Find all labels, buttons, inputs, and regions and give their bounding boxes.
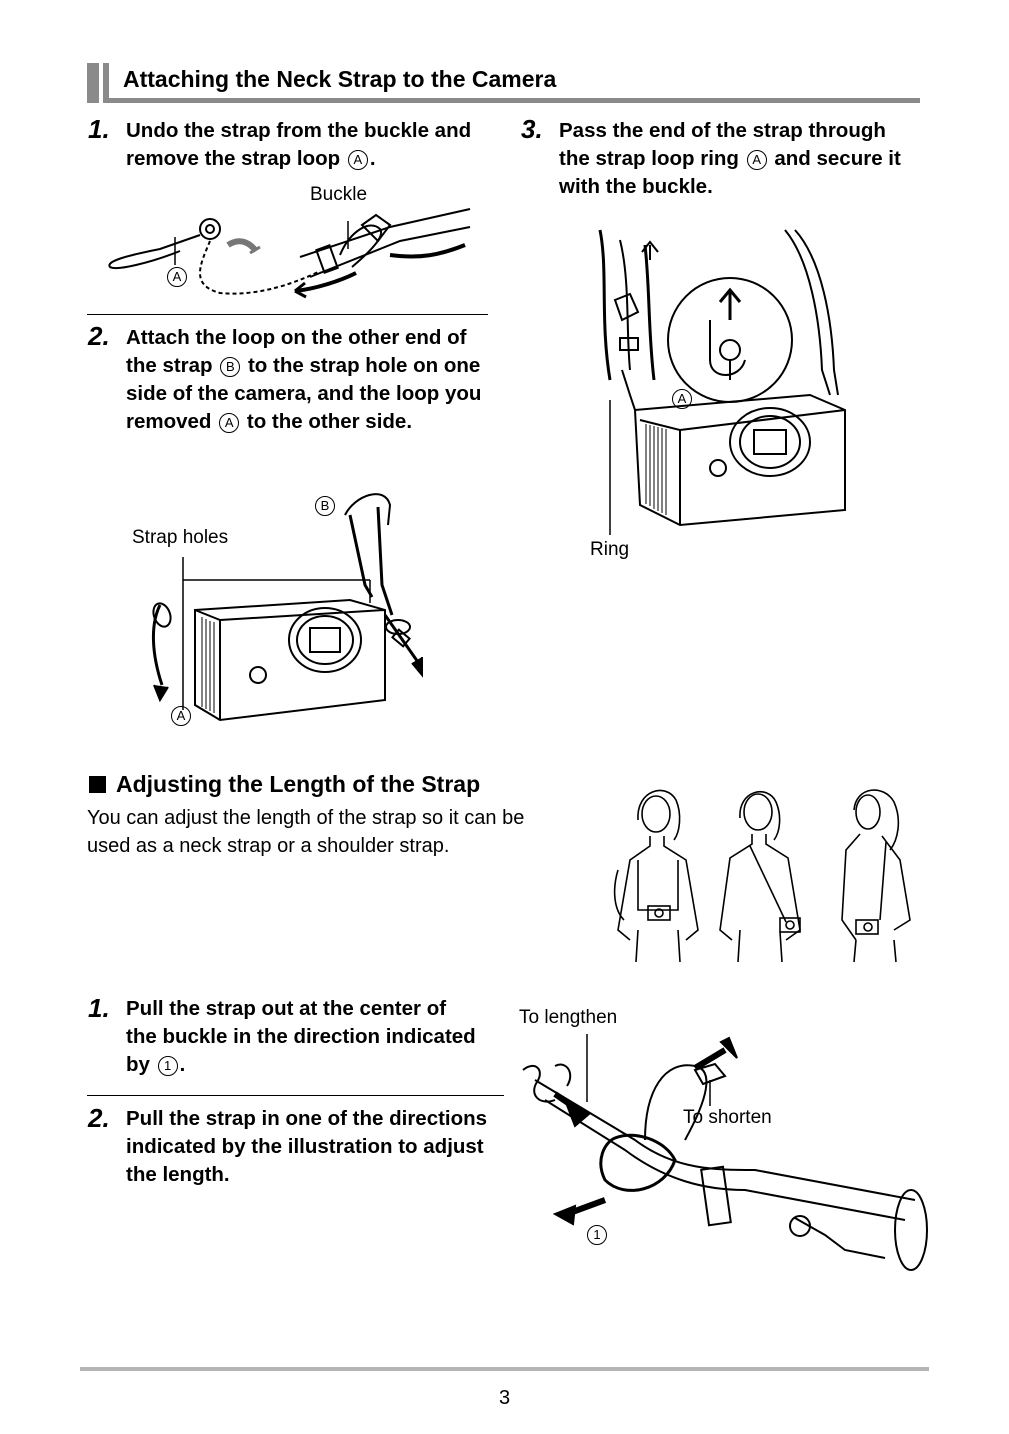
camera-strap-holes-illustration [152,493,423,722]
square-bullet-icon [89,776,106,793]
adjust-step-1-number: 1. [88,993,110,1023]
label-ring: Ring [590,539,630,560]
heading-accent-block [87,63,99,103]
marker-b: B [220,357,241,377]
marker-a: A [347,150,368,170]
step-2-text-part2: to the strap hole on one side of the cam… [126,354,482,433]
step-divider [87,1095,504,1096]
marker-a: A [746,150,767,170]
buckle-adjust-illustration [522,1034,928,1271]
marker-1: 1 [587,1225,607,1245]
fig2-marker-a: A [169,706,193,726]
fig4-marker-1: 1 [585,1225,609,1245]
marker-1: 1 [157,1056,178,1076]
step-1-text-end: . [369,147,376,170]
strap-wearing-illustration [613,789,911,963]
page-number: 3 [498,1387,511,1409]
marker-a: A [171,706,191,726]
heading-underline [109,98,920,103]
marker-a: A [672,389,692,409]
fig2-marker-b: B [313,496,337,516]
strap-ring-illustration [598,229,846,535]
fig3-marker-a: A [670,389,694,409]
step-divider [87,314,488,315]
step-1-text-main: Undo the strap from the buckle and remov… [126,119,472,170]
marker-b: B [315,496,335,516]
adjust-step-1-text-end: . [179,1053,186,1076]
adjust-step-1-text-main: Pull the strap out at the center of the … [126,997,476,1076]
step-3-text: Pass the end of the strap through the st… [559,117,904,201]
strap-loop-illustration [108,208,471,299]
label-to-lengthen: To lengthen [519,1007,618,1028]
marker-a: A [219,413,240,433]
fig1-marker-a: A [165,267,189,287]
section-heading-bar: Attaching the Neck Strap to the Camera [87,63,920,103]
adjust-body: You can adjust the length of the strap s… [87,807,525,857]
adjust-heading: Adjusting the Length of the Strap [89,771,480,798]
adjust-step-1-text: Pull the strap out at the center of the … [126,995,481,1079]
label-to-shorten: To shorten [683,1107,772,1128]
marker-a: A [167,267,187,287]
step-2-number: 2. [88,321,110,351]
step-1-number: 1. [88,114,110,144]
section-title: Attaching the Neck Strap to the Camera [123,66,557,92]
adjust-step-2-number: 2. [88,1103,110,1133]
footer-rule [80,1367,929,1371]
label-buckle: Buckle [310,184,368,205]
heading-accent-stripe [103,63,109,103]
adjust-step-2-text: Pull the strap in one of the directions … [126,1107,488,1186]
adjust-title: Adjusting the Length of the Strap [116,771,481,797]
step-3-number: 3. [521,114,543,144]
step-2-text: Attach the loop on the other end of the … [126,324,491,436]
step-2-text-part1: Attach the loop on the other end of the … [126,326,467,377]
step-3-text-main: Pass the end of the strap through the st… [559,119,886,170]
step-3-text-end: and secure it with the buckle. [559,147,901,198]
label-strap-holes: Strap holes [132,527,229,548]
step-1-text: Undo the strap from the buckle and remov… [126,117,486,173]
step-2-text-part3: to the other side. [246,410,413,433]
